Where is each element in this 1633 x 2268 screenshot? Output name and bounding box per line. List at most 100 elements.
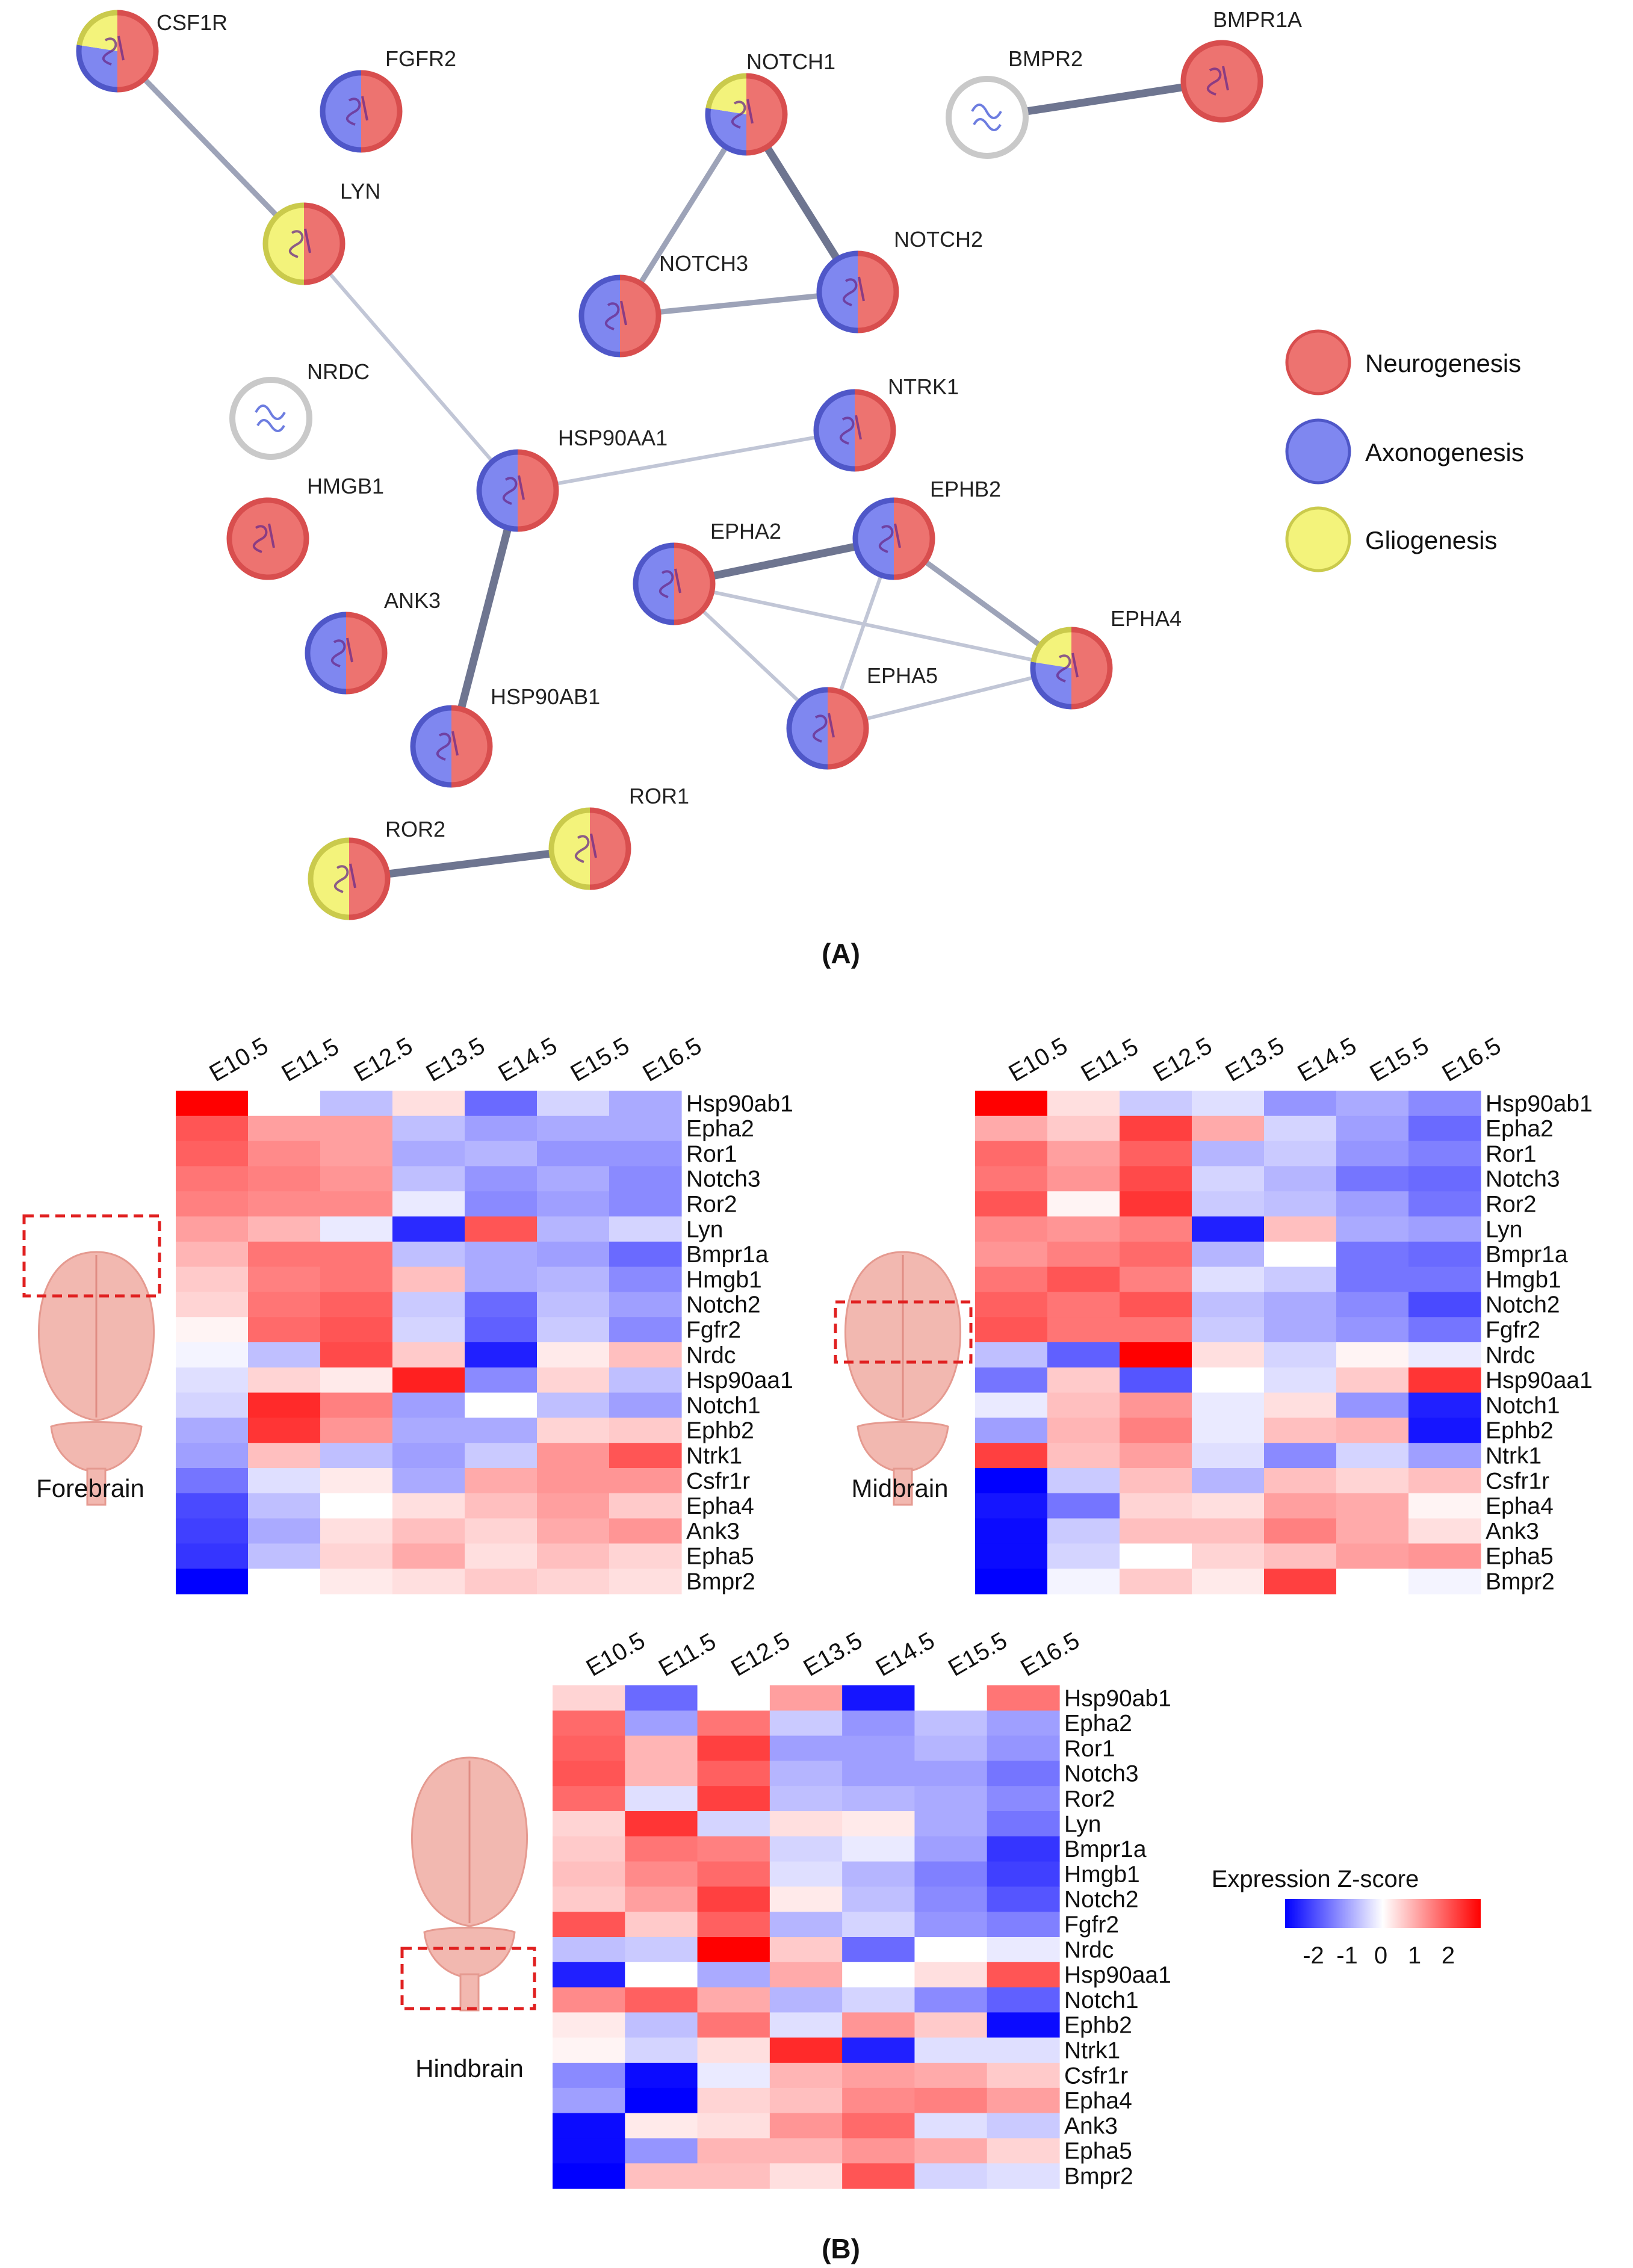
node-ror1[interactable]: ROR1: [548, 784, 689, 890]
node-fill-neurogenesis: [1181, 40, 1263, 122]
heatmap-cell: [987, 1735, 1060, 1761]
heatmap-cell: [697, 2163, 770, 2189]
heatmap-cell: [1120, 1569, 1192, 1594]
node-hsp90ab1[interactable]: HSP90AB1: [410, 684, 600, 788]
heatmap-cell: [1264, 1468, 1337, 1494]
node-notch2[interactable]: NOTCH2: [816, 227, 983, 333]
row-label: Hsp90aa1: [686, 1368, 793, 1393]
heatmap-cell: [248, 1166, 321, 1192]
colorbar-tick-label: -2: [1303, 1942, 1324, 1969]
heatmap-cell: [987, 1912, 1060, 1938]
heatmap-cell: [769, 2087, 843, 2114]
heatmap-cell: [248, 1569, 321, 1594]
category-legend: Neurogenesis Axonogenesis Gliogenesis: [1285, 329, 1524, 572]
heatmap-cell: [842, 1685, 916, 1711]
protein-structure-glyph: [1056, 652, 1079, 683]
heatmap-cell: [1408, 1166, 1481, 1192]
node-ror2[interactable]: ROR2: [308, 817, 445, 920]
heatmap-cell: [1192, 1292, 1265, 1318]
node-ring-neurogenesis: [349, 837, 391, 920]
node-lyn[interactable]: LYN: [262, 179, 380, 285]
heatmap-cell: [176, 1518, 249, 1544]
heatmap-cell: [248, 1342, 321, 1368]
node-ntrk1[interactable]: NTRK1: [813, 374, 959, 472]
heatmap-cell: [176, 1115, 249, 1142]
node-ring-axonogenesis: [786, 687, 828, 770]
heatmap-cell: [914, 2063, 988, 2089]
heatmap-cell: [392, 1342, 465, 1368]
node-fgfr2[interactable]: FGFR2: [320, 46, 456, 153]
node-ring-axonogenesis: [578, 274, 621, 358]
heatmap-cell: [320, 1317, 393, 1343]
heatmap-cell: [842, 2087, 916, 2114]
node-ank3[interactable]: ANK3: [305, 588, 441, 695]
node-wedge-axonogenesis: [76, 45, 117, 92]
node-nrdc[interactable]: NRDC: [229, 359, 370, 460]
legend-label-gliogenesis: Gliogenesis: [1365, 526, 1497, 554]
heatmap-cell: [625, 1962, 698, 1988]
row-label: Ror1: [1486, 1141, 1537, 1167]
heatmap-cell: [537, 1166, 610, 1192]
heatmap-cell: [392, 1493, 465, 1519]
heatmap-cell: [1047, 1468, 1120, 1494]
protein-structure-glyph: [574, 833, 597, 863]
heatmap-cell: [1120, 1292, 1192, 1318]
heatmap-cell: [553, 1735, 625, 1761]
heatmap-cell: [625, 1811, 698, 1837]
heatmap-cell: [553, 1836, 625, 1862]
heatmap-cell: [842, 1710, 916, 1737]
protein-structure-glyph: [878, 523, 901, 553]
heatmap-cell: [769, 1836, 843, 1862]
node-hmgb1[interactable]: HMGB1: [226, 474, 384, 580]
heatmap-cell: [625, 2037, 698, 2063]
row-label: Epha2: [1486, 1116, 1554, 1142]
node-ring-neurogenesis: [857, 250, 899, 333]
heatmap-cell: [248, 1418, 321, 1443]
heatmap-cell: [1336, 1468, 1409, 1494]
heatmap-cell: [975, 1569, 1048, 1594]
legend-item-gliogenesis: Gliogenesis: [1285, 506, 1497, 572]
heatmap-cell: [1192, 1443, 1265, 1469]
protein-structure-glyph: [252, 523, 275, 553]
heatmap-cell: [176, 1569, 249, 1594]
row-label: Notch3: [686, 1167, 761, 1192]
node-epha2[interactable]: EPHA2: [633, 519, 781, 625]
heatmap-cell: [1264, 1191, 1337, 1217]
heatmap-cell: [1336, 1543, 1409, 1569]
heatmap-cell: [697, 1786, 770, 1812]
forebrain-illustration: [22, 1214, 161, 1506]
node-ring-axonogenesis: [852, 497, 894, 580]
row-label: Notch2: [1064, 1887, 1139, 1913]
colorbar-gradient: [1285, 1899, 1481, 1928]
heatmap-cell: [975, 1191, 1048, 1217]
node-epha4[interactable]: EPHA4: [1030, 606, 1182, 710]
node-notch3[interactable]: NOTCH3: [578, 251, 748, 358]
heatmap-cell: [987, 2012, 1060, 2038]
heatmap-cell: [914, 1685, 988, 1711]
node-csf1r[interactable]: CSF1R: [76, 10, 228, 93]
heatmap-cell: [1336, 1493, 1409, 1519]
node-epha5[interactable]: EPHA5: [786, 663, 938, 770]
heatmap-cell: [1047, 1518, 1120, 1544]
heatmap-cell: [1408, 1141, 1481, 1167]
heatmap-cell: [1336, 1317, 1409, 1343]
heatmap-cell: [1047, 1292, 1120, 1318]
node-ephb2[interactable]: EPHB2: [852, 477, 1001, 580]
heatmap-cell: [1408, 1241, 1481, 1268]
heatmap-cell: [987, 1836, 1060, 1862]
node-hsp90aa1[interactable]: HSP90AA1: [476, 426, 668, 532]
node-ring-neurogenesis: [589, 807, 631, 890]
node-ring-neurogenesis: [746, 73, 788, 156]
node-bmpr1a[interactable]: BMPR1A: [1180, 7, 1302, 123]
heatmap-cell: [842, 1811, 916, 1837]
node-ring-neurogenesis: [361, 70, 403, 153]
heatmap-cell: [987, 2037, 1060, 2063]
heatmap-cell: [987, 1761, 1060, 1786]
forebrain-region-box: [22, 1214, 161, 1298]
node-bmpr2[interactable]: BMPR2: [946, 46, 1083, 159]
heatmap-cell: [1192, 1569, 1265, 1594]
node-notch1[interactable]: NOTCH1: [705, 49, 835, 156]
heatmap-cell: [987, 2138, 1060, 2164]
